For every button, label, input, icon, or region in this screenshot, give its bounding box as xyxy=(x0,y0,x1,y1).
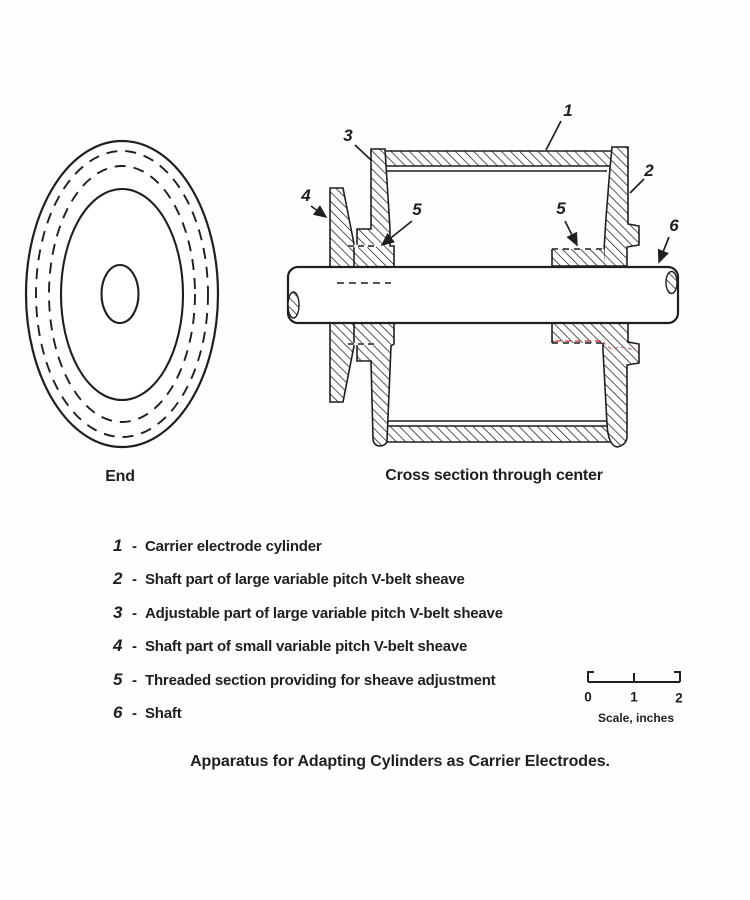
legend-separator: - xyxy=(132,604,137,622)
cross-section-caption: Cross section through center xyxy=(385,467,603,484)
legend-label: Shaft part of small variable pitch V-bel… xyxy=(145,638,468,656)
callout-3: 3 xyxy=(343,126,353,145)
leader-1 xyxy=(545,120,562,151)
legend-label: Shaft part of large variable pitch V-bel… xyxy=(145,571,465,589)
leader-6 xyxy=(657,236,670,264)
legend-number: 3 xyxy=(113,602,123,622)
figure-caption: Apparatus for Adapting Cylinders as Carr… xyxy=(190,753,610,770)
scale-bar-tick-right xyxy=(674,671,681,682)
cylinder-wall-top xyxy=(380,150,616,167)
large-sheave-shaft-part-lower xyxy=(602,322,640,448)
small-sheave-lower xyxy=(329,322,355,403)
legend-separator: - xyxy=(132,704,137,722)
legend-item-6: 6-Shaft xyxy=(113,696,503,729)
legend-separator: - xyxy=(132,671,137,689)
scale-tick-1: 1 xyxy=(630,689,638,705)
callout-6: 6 xyxy=(669,216,679,235)
end-dashed-circle-outer xyxy=(35,150,209,438)
scale-bar xyxy=(587,671,681,683)
legend-item-1: 1-Carrier electrode cylinder xyxy=(113,529,503,562)
legend-item-5: 5-Threaded section providing for sheave … xyxy=(113,663,503,696)
scale-tick-2: 2 xyxy=(675,690,683,706)
legend-item-3: 3-Adjustable part of large variable pitc… xyxy=(113,596,503,629)
callout-5-left: 5 xyxy=(412,200,422,219)
legend-separator: - xyxy=(132,571,137,589)
scale-bar-tick-left xyxy=(587,671,594,682)
scale-tick-0: 0 xyxy=(584,689,592,705)
threaded-hub-lower-right xyxy=(552,323,604,343)
small-sheave-upper xyxy=(329,187,355,268)
callout-1: 1 xyxy=(563,101,573,120)
legend-item-2: 2-Shaft part of large variable pitch V-b… xyxy=(113,562,503,595)
end-shaft-hole xyxy=(100,263,140,325)
end-view-drawing xyxy=(24,139,220,449)
large-sheave-shaft-part-upper xyxy=(602,146,640,267)
red-artifact-trace xyxy=(602,341,637,351)
threaded-hub-upper-right xyxy=(552,249,604,266)
scale-caption: Scale, inches xyxy=(597,711,675,725)
cross-section-drawing xyxy=(286,120,680,448)
legend-separator: - xyxy=(132,638,137,656)
legend-list: 1-Carrier electrode cylinder 2-Shaft par… xyxy=(113,529,503,729)
leader-lines xyxy=(310,120,670,264)
shaft xyxy=(286,265,680,325)
callout-2: 2 xyxy=(644,161,654,180)
legend-separator: - xyxy=(132,538,137,555)
leader-5-right xyxy=(564,220,578,247)
legend-number: 6 xyxy=(113,702,123,722)
callout-4: 4 xyxy=(301,186,311,205)
leader-3 xyxy=(354,144,372,161)
legend-label: Carrier electrode cylinder xyxy=(145,538,322,555)
shaft-end-left xyxy=(287,291,300,319)
legend-label: Adjustable part of large variable pitch … xyxy=(145,604,503,622)
adjustable-sheave-lower xyxy=(347,322,395,447)
legend-number: 2 xyxy=(113,569,123,589)
end-view-caption: End xyxy=(105,468,135,485)
shaft-end-right xyxy=(665,270,678,295)
legend-label: Threaded section providing for sheave ad… xyxy=(145,671,496,689)
callout-5-right: 5 xyxy=(556,199,566,218)
legend-label: Shaft xyxy=(145,704,182,722)
legend-number: 4 xyxy=(113,636,123,656)
legend-number: 5 xyxy=(113,669,123,689)
leader-2 xyxy=(629,178,645,194)
end-dashed-circle-inner xyxy=(48,165,196,423)
cylinder-wall-bottom xyxy=(380,425,614,443)
leader-4 xyxy=(310,205,328,219)
legend-number: 1 xyxy=(113,536,123,555)
leader-5-left xyxy=(380,220,413,247)
legend-item-4: 4-Shaft part of small variable pitch V-b… xyxy=(113,629,503,662)
